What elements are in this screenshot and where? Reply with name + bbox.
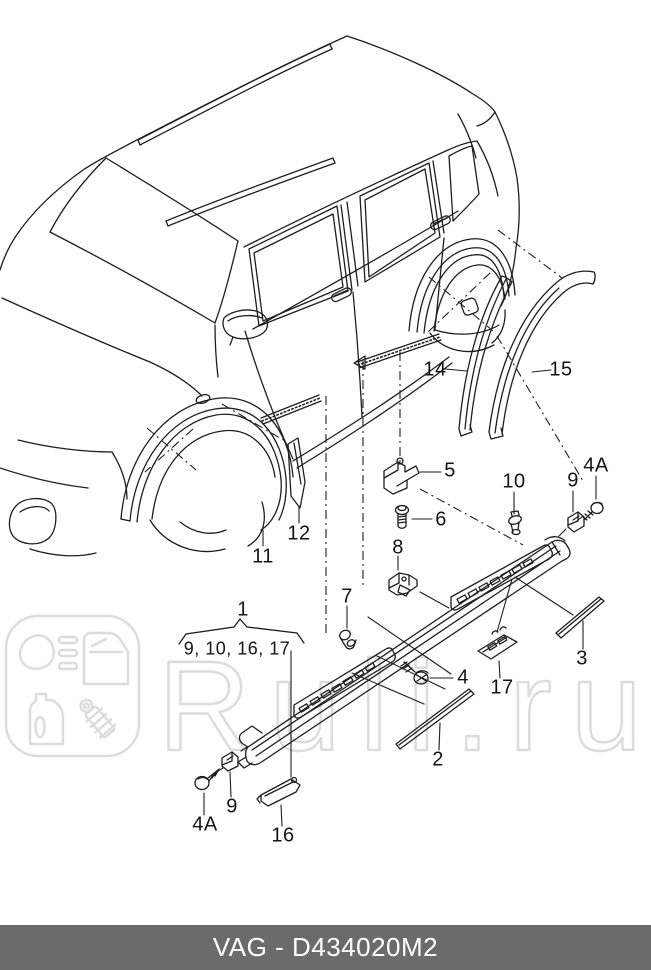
sill-molding-right [450, 544, 554, 611]
exploded-parts [194, 270, 605, 807]
part-5-bracket [383, 457, 420, 495]
sill-molding-left [293, 647, 397, 719]
leader-lines [178, 368, 597, 827]
center-lines [144, 229, 584, 636]
part-12-trim [287, 437, 306, 509]
watermark-logo-box [4, 614, 141, 758]
headlight-icon [18, 634, 79, 671]
part-15-arch-trim [488, 270, 596, 440]
fuel-cap [460, 297, 479, 316]
part-16-end-cap [256, 776, 301, 807]
bumper-intake [8, 497, 57, 545]
watermark-text: Ruli.ru [158, 635, 651, 778]
fender-badge [195, 393, 211, 405]
car-door-icon [82, 631, 130, 686]
part-8-clip [388, 572, 418, 597]
watermark: Ruli.ru [4, 614, 651, 779]
side-mirror [222, 309, 269, 346]
part-14-arch-trim [458, 275, 513, 437]
part-7-plug [339, 629, 357, 650]
part-4-screw [400, 661, 429, 685]
footer-code: VAG - D434020M2 [212, 932, 439, 962]
part-9-upper-clip [567, 511, 585, 533]
door-sill-strips [260, 333, 442, 425]
part-4a-lower-screw [194, 768, 220, 791]
part-17-bracket [477, 626, 518, 660]
footer-bar: VAG - D434020M2 [0, 925, 651, 970]
roof-rail-near [165, 157, 336, 227]
part-2-strip [395, 688, 475, 750]
part-9-lower-clip [221, 751, 239, 772]
front-arch-trim-part11 [120, 397, 294, 531]
door-handles [330, 215, 451, 303]
group-1-brace [178, 617, 305, 645]
part-6-screw [394, 504, 410, 529]
oil-canister-icon [28, 692, 65, 746]
car-outline [0, 35, 520, 557]
part-10-clip [508, 510, 522, 536]
shock-absorber-icon [79, 698, 117, 739]
part-4a-upper-screw [582, 501, 604, 521]
rear-arch [408, 238, 516, 353]
roof-rail-far [137, 43, 333, 146]
part-3-strip [555, 596, 605, 639]
